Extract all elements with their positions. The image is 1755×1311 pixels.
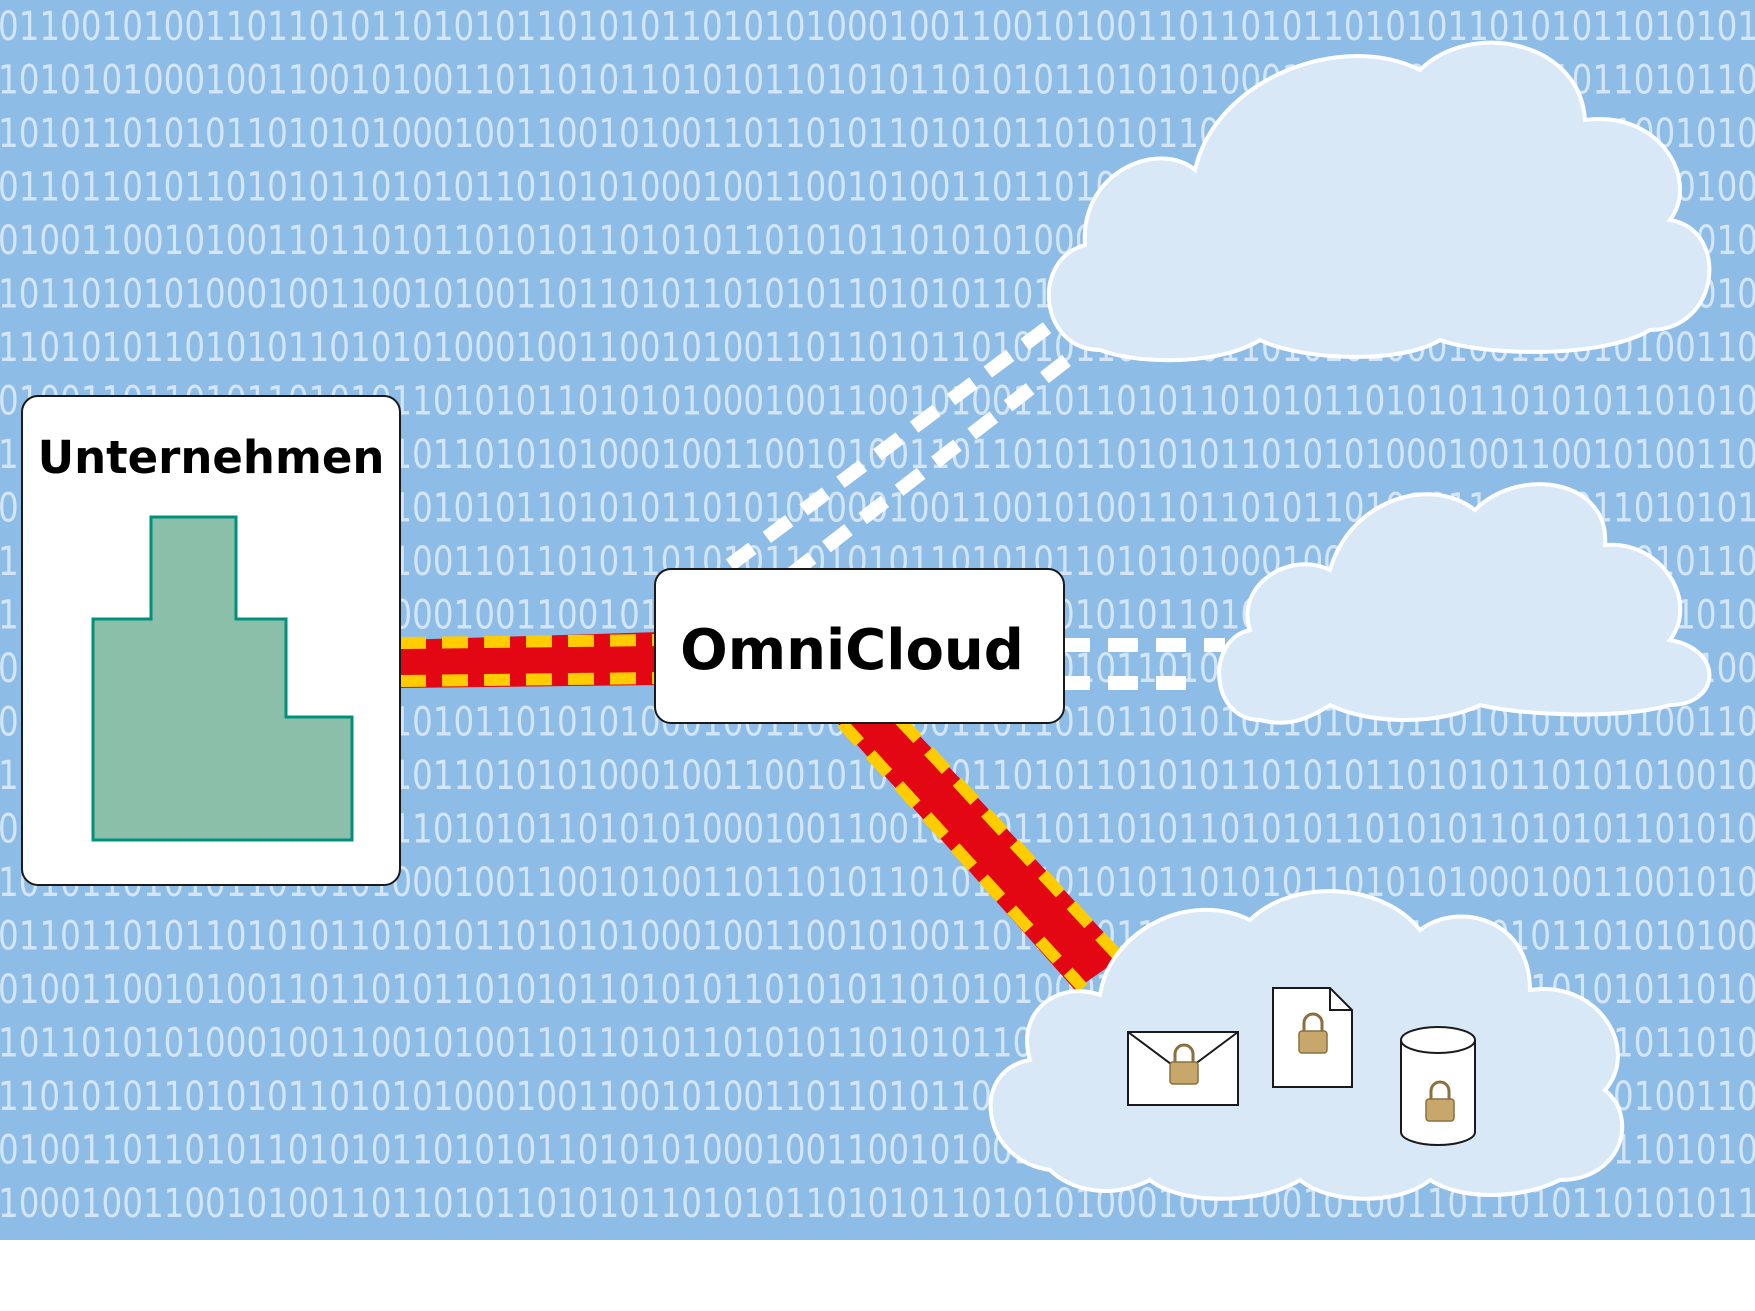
lock-icon <box>1169 1043 1199 1085</box>
company-label: Unternehmen <box>38 431 385 484</box>
lock-icon <box>1298 1012 1328 1054</box>
database-icon <box>1400 1026 1476 1146</box>
hub-label: OmniCloud <box>680 618 1024 683</box>
cloud-middle <box>1217 482 1712 725</box>
insecure-link-top <box>725 312 1085 581</box>
company-box: Unternehmen <box>21 395 401 886</box>
omnicloud-hub: OmniCloud <box>654 568 1065 724</box>
secure-link-bottom <box>835 715 1125 993</box>
secure-link-company <box>399 632 661 688</box>
insecure-link-middle <box>1060 638 1225 690</box>
cloud-top <box>1046 40 1712 363</box>
binary-row: 0110010100110110101101010110101011010101… <box>0 4 1755 50</box>
lock-icon <box>1425 1080 1455 1122</box>
building-icon <box>91 515 354 842</box>
